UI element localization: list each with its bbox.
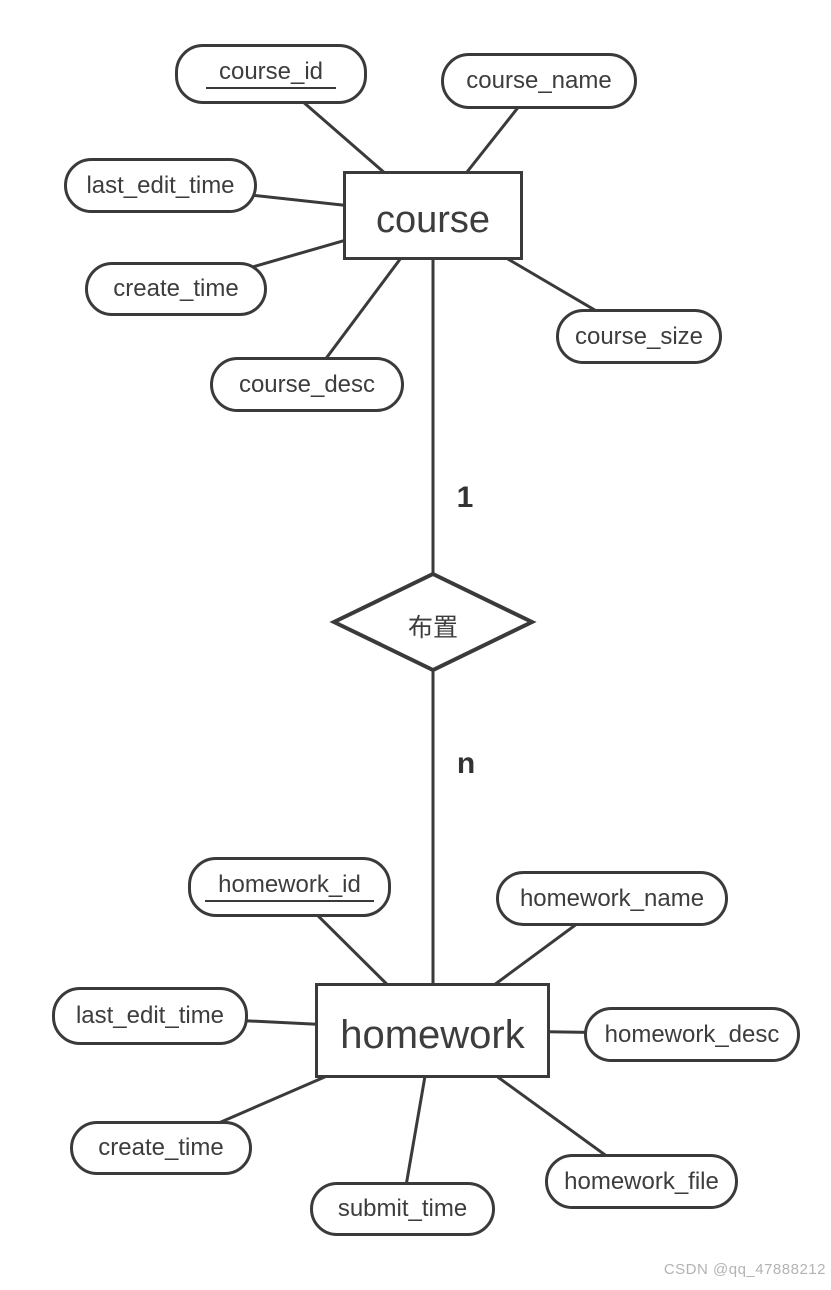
attribute-course-last-edit-time-label: last_edit_time	[86, 171, 235, 199]
attribute-course-id: course_id	[175, 44, 367, 104]
attribute-homework-name-label: homework_name	[519, 884, 705, 912]
attribute-homework-file: homework_file	[545, 1154, 738, 1209]
attribute-homework-last-edit-time-label: last_edit_time	[75, 1002, 225, 1029]
relationship-diamond	[329, 571, 537, 673]
attribute-course-desc: course_desc	[210, 357, 404, 412]
attribute-course-desc-label: course_desc	[238, 370, 376, 398]
attribute-homework-create-time: create_time	[70, 1121, 252, 1175]
attribute-homework-file-label: homework_file	[564, 1167, 719, 1195]
attribute-course-create-time-label: create_time	[113, 275, 239, 302]
entity-course: course	[343, 171, 523, 260]
watermark: CSDN @qq_47888212	[663, 1261, 826, 1278]
attribute-homework-desc-label: homework_desc	[604, 1020, 780, 1048]
attribute-submit-time-label: submit_time	[337, 1195, 468, 1222]
attribute-homework-id-label: homework_id	[205, 872, 374, 902]
attribute-course-last-edit-time: last_edit_time	[64, 158, 257, 213]
cardinality-course-label: 1	[456, 481, 474, 514]
attribute-course-id-label: course_id	[205, 59, 337, 89]
attribute-course-name-label: course_name	[466, 67, 612, 94]
attribute-homework-name: homework_name	[496, 871, 728, 926]
attribute-course-size-label: course_size	[574, 322, 704, 350]
attribute-homework-last-edit-time: last_edit_time	[52, 987, 248, 1045]
attribute-course-size: course_size	[556, 309, 722, 364]
relationship-label: 布置	[407, 614, 458, 642]
entity-course-label: course	[375, 199, 491, 241]
attribute-course-create-time: create_time	[85, 262, 267, 316]
attribute-course-name: course_name	[441, 53, 637, 109]
attribute-homework-id: homework_id	[188, 857, 391, 917]
attribute-homework-desc: homework_desc	[584, 1007, 800, 1062]
attribute-homework-create-time-label: create_time	[98, 1134, 224, 1161]
cardinality-homework-label: n	[456, 747, 476, 780]
entity-homework: homework	[315, 983, 550, 1078]
entity-homework-label: homework	[340, 1013, 525, 1057]
attribute-submit-time: submit_time	[310, 1182, 495, 1236]
